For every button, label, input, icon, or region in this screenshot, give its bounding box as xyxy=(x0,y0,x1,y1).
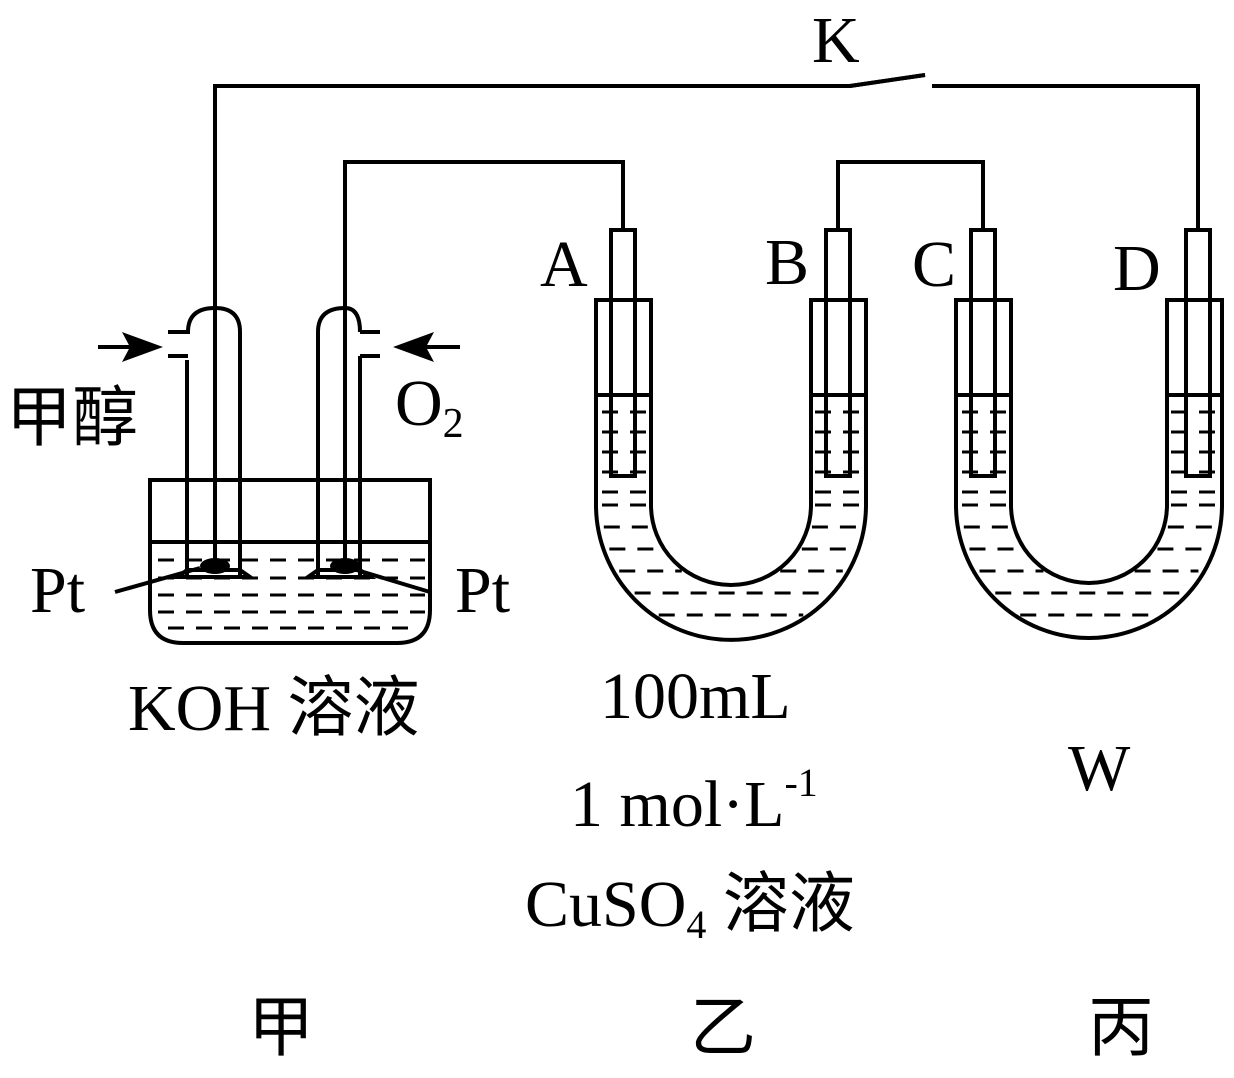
electrode-d xyxy=(1184,228,1212,478)
oxygen-label: O2 xyxy=(395,367,464,447)
u-tube-glass xyxy=(954,298,1224,640)
oxygen-tube xyxy=(301,305,380,579)
cuso4-solution-label: CuSO4 溶液 xyxy=(525,868,855,947)
electrode-d-label: D xyxy=(1113,232,1161,305)
fuel-cell-beaker xyxy=(148,478,432,645)
electrode-c-label: C xyxy=(912,228,956,301)
wire-inner-circuit xyxy=(343,160,625,330)
electrode-b-label: B xyxy=(765,226,809,299)
concentration-label: 1 mol·L-1 xyxy=(570,760,818,841)
methanol-tube xyxy=(168,305,257,579)
solution-w-label: W xyxy=(1068,732,1131,805)
u-tube-glass xyxy=(594,298,868,642)
electrode-c xyxy=(969,228,997,478)
electrode-a xyxy=(609,228,637,478)
wire-outer-circuit xyxy=(213,73,1200,330)
cell-jia-name: 甲 xyxy=(248,992,314,1065)
cell-bing-name: 丙 xyxy=(1088,992,1154,1065)
pt-right-pointer xyxy=(349,566,431,594)
switch-k[interactable] xyxy=(849,73,926,88)
wire-bridge-b-c xyxy=(836,160,985,230)
methanol-label: 甲醇 xyxy=(6,382,138,455)
methanol-inlet-arrow xyxy=(98,332,163,362)
oxygen-inlet-arrow xyxy=(393,332,460,362)
switch-label: K xyxy=(812,4,860,77)
koh-solution-label: KOH 溶液 xyxy=(128,672,420,745)
electrode-a-label: A xyxy=(540,228,588,301)
volume-label: 100mL xyxy=(600,660,791,733)
cell-yi-name: 乙 xyxy=(690,992,756,1065)
pt-label-left: Pt xyxy=(30,554,85,627)
pt-label-right: Pt xyxy=(455,554,510,627)
electrode-b xyxy=(824,228,852,478)
pt-left-pointer xyxy=(114,566,201,594)
pt-electrode-left xyxy=(200,558,230,574)
u-tube-yi xyxy=(594,298,868,642)
